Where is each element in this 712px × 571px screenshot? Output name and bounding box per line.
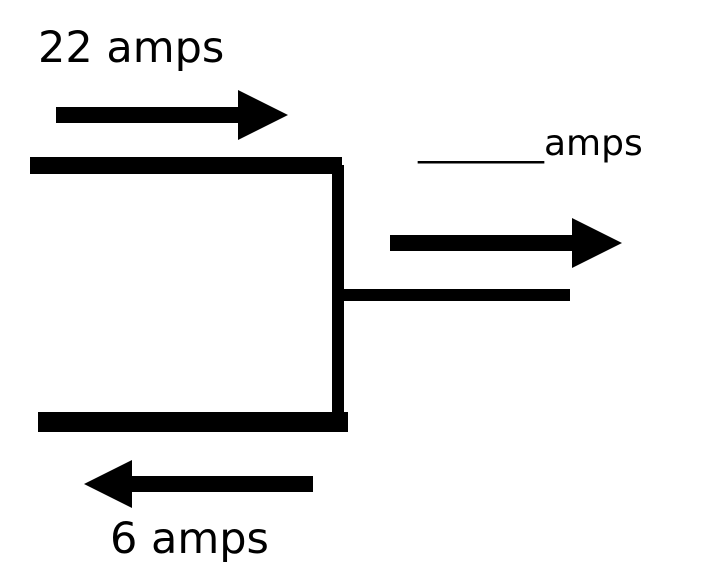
bottom-current-label: 6 amps bbox=[110, 514, 269, 564]
top-current-label: 22 amps bbox=[38, 23, 224, 73]
right-arrow-right-icon bbox=[390, 218, 622, 268]
bottom-wire bbox=[38, 412, 348, 432]
right-current-label: _______amps bbox=[417, 123, 643, 164]
bottom-arrow-left-icon bbox=[84, 460, 313, 508]
top-arrow-right-icon bbox=[56, 90, 288, 140]
right-output-wire bbox=[338, 289, 570, 301]
top-wire bbox=[30, 157, 342, 174]
